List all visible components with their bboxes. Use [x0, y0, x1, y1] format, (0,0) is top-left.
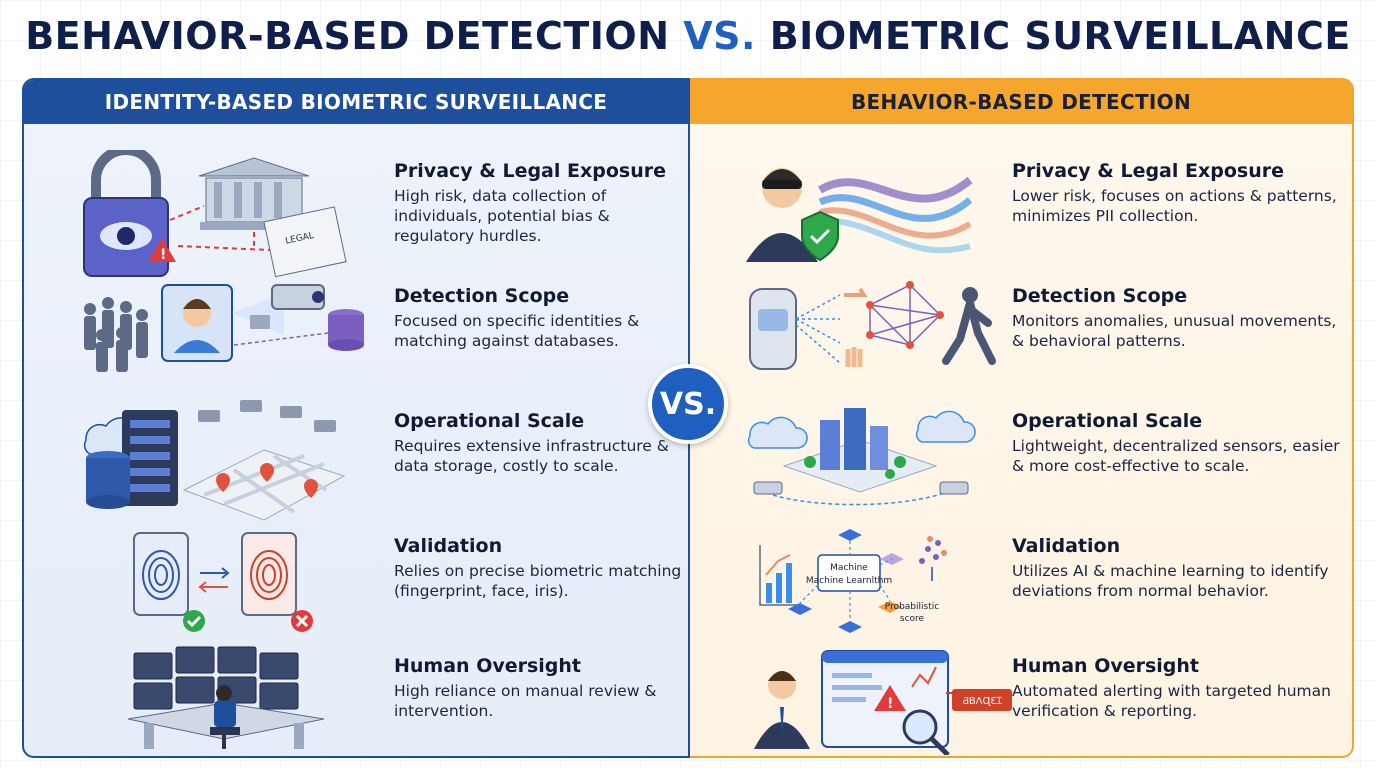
row-description: High reliance on manual review & interve… [394, 682, 657, 720]
right-row-scale: Operational Scale Lightweight, decentral… [690, 400, 1352, 520]
left-row-validation: Validation Relies on precise biometric m… [24, 525, 688, 645]
row-description: Monitors anomalies, unusual movements, &… [1012, 312, 1337, 350]
right-row-privacy-text: Privacy & Legal Exposure Lower risk, foc… [1012, 160, 1352, 226]
row-description: Focused on specific identities & matchin… [394, 312, 640, 350]
operator-monitors-icon [74, 645, 364, 756]
svg-text:Machine: Machine [830, 563, 868, 573]
title-part2: BIOMETRIC SURVEILLANCE [769, 14, 1351, 58]
right-row-oversight: ! ƋBɅɊƐꞮ Human Oversight Automated alert… [690, 645, 1352, 756]
svg-text:!: ! [160, 247, 166, 263]
title-part1: BEHAVIOR-BASED DETECTION [25, 14, 670, 58]
row-description: Automated alerting with targeted human v… [1012, 682, 1331, 720]
right-row-scope: Detection Scope Monitors anomalies, unus… [690, 275, 1352, 395]
page-title: BEHAVIOR-BASED DETECTION VS. BIOMETRIC S… [0, 14, 1376, 58]
right-row-scale-text: Operational Scale Lightweight, decentral… [1012, 410, 1352, 476]
right-row-validation: Machine Machine Learnlthm Probabilistic … [690, 525, 1352, 645]
row-title: Detection Scope [394, 285, 570, 307]
row-title: Validation [1012, 535, 1121, 557]
left-row-scope-text: Detection Scope Focused on specific iden… [394, 285, 684, 351]
masked-person-shield-icon [740, 150, 1030, 270]
row-title: Privacy & Legal Exposure [1012, 160, 1284, 182]
svg-text:ƋBɅɊƐꞮ: ƋBɅɊƐꞮ [962, 696, 1003, 707]
svg-text:!: ! [887, 696, 893, 712]
row-title: Privacy & Legal Exposure [394, 160, 666, 182]
row-title: Detection Scope [1012, 285, 1188, 307]
right-row-oversight-text: Human Oversight Automated alerting with … [1012, 655, 1352, 721]
row-title: Operational Scale [1012, 410, 1203, 432]
svg-text:Probabilistic: Probabilistic [885, 602, 939, 612]
title-vs: VS. [683, 14, 756, 58]
sensor-network-icon [740, 275, 1030, 395]
right-row-validation-text: Validation Utilizes AI & machine learnin… [1012, 535, 1352, 601]
left-row-validation-text: Validation Relies on precise biometric m… [394, 535, 684, 601]
left-row-privacy-text: Privacy & Legal Exposure High risk, data… [394, 160, 684, 246]
row-description: Lightweight, decentralized sensors, easi… [1012, 437, 1340, 475]
left-row-scale: Operational Scale Requires extensive inf… [24, 400, 688, 521]
row-title: Human Oversight [394, 655, 582, 677]
left-row-oversight: Human Oversight High reliance on manual … [24, 645, 688, 756]
left-row-privacy: ! LEGAL Privacy & Legal Exposure High ri… [24, 150, 688, 278]
left-panel-header: IDENTITY-BASED BIOMETRIC SURVEILLANCE [24, 80, 688, 124]
right-panel-header: BEHAVIOR-BASED DETECTION [690, 80, 1352, 124]
vs-badge: VS. [648, 364, 728, 444]
lock-eye-icon: ! LEGAL [74, 150, 364, 278]
row-description: High risk, data collection of individual… [394, 187, 610, 245]
analyst-alert-icon: ! ƋBɅɊƐꞮ [740, 645, 1030, 756]
ml-diagram-icon: Machine Machine Learnlthm Probabilistic … [740, 525, 1030, 645]
row-description: Utilizes AI & machine learning to identi… [1012, 562, 1329, 600]
left-row-scale-text: Operational Scale Requires extensive inf… [394, 410, 684, 476]
row-title: Human Oversight [1012, 655, 1200, 677]
row-description: Requires extensive infrastructure & data… [394, 437, 669, 475]
right-row-scope-text: Detection Scope Monitors anomalies, unus… [1012, 285, 1352, 351]
row-description: Relies on precise biometric matching (fi… [394, 562, 682, 600]
fingerprint-icon [74, 525, 364, 645]
left-row-oversight-text: Human Oversight High reliance on manual … [394, 655, 684, 721]
left-panel-biometric: IDENTITY-BASED BIOMETRIC SURVEILLANCE ! … [22, 78, 690, 758]
svg-text:score: score [900, 614, 925, 624]
row-title: Operational Scale [394, 410, 585, 432]
left-row-scope: Detection Scope Focused on specific iden… [24, 275, 688, 395]
camera-face-icon [74, 275, 364, 395]
row-description: Lower risk, focuses on actions & pattern… [1012, 187, 1337, 225]
right-panel-behavior: BEHAVIOR-BASED DETECTION Privacy & Legal… [688, 78, 1354, 758]
city-sensors-icon [740, 400, 1030, 520]
row-title: Validation [394, 535, 503, 557]
right-row-privacy: Privacy & Legal Exposure Lower risk, foc… [690, 150, 1352, 270]
server-map-icon [74, 400, 364, 521]
svg-text:Machine Learnlthm: Machine Learnlthm [806, 576, 892, 586]
